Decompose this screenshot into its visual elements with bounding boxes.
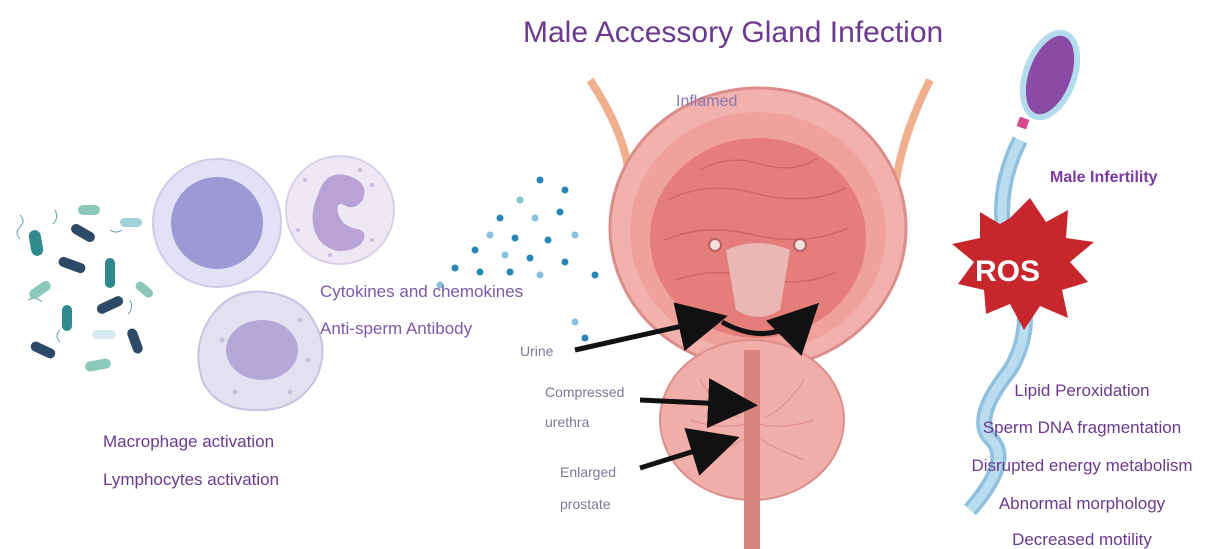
male-infertility-label: Male Infertility bbox=[1050, 169, 1158, 186]
urine-label: Urine bbox=[520, 343, 554, 359]
effect-energy-metabolism: Disrupted energy metabolism bbox=[971, 456, 1192, 475]
prostate bbox=[660, 340, 844, 549]
lymphocytes-label: Lymphocytes activation bbox=[103, 470, 279, 489]
effect-decreased-motility: Decreased motility bbox=[1012, 530, 1152, 549]
neutrophil-cell bbox=[286, 156, 394, 264]
inflamed-label: Inflamed bbox=[676, 93, 737, 110]
ros-label: ROS bbox=[975, 255, 1040, 288]
lymphocyte-cell bbox=[153, 159, 281, 287]
bladder bbox=[590, 80, 930, 368]
antibody-label: Anti-sperm Antibody bbox=[320, 319, 473, 338]
effect-abnormal-morphology: Abnormal morphology bbox=[999, 494, 1166, 513]
effect-lipid-peroxidation: Lipid Peroxidation bbox=[1014, 381, 1149, 400]
diagram-title: Male Accessory Gland Infection bbox=[523, 16, 943, 49]
enlarged-label-2: prostate bbox=[560, 496, 611, 512]
macrophage-label: Macrophage activation bbox=[103, 432, 274, 451]
compressed-label-2: urethra bbox=[545, 414, 590, 430]
effect-dna-fragmentation: Sperm DNA fragmentation bbox=[983, 418, 1181, 437]
compressed-label-1: Compressed bbox=[545, 384, 624, 400]
cytokines-label: Cytokines and chemokines bbox=[320, 282, 523, 301]
enlarged-label-1: Enlarged bbox=[560, 464, 616, 480]
cytokine-molecules bbox=[437, 177, 599, 342]
bacteria-cluster bbox=[17, 205, 155, 372]
macrophage-cell bbox=[198, 292, 322, 411]
